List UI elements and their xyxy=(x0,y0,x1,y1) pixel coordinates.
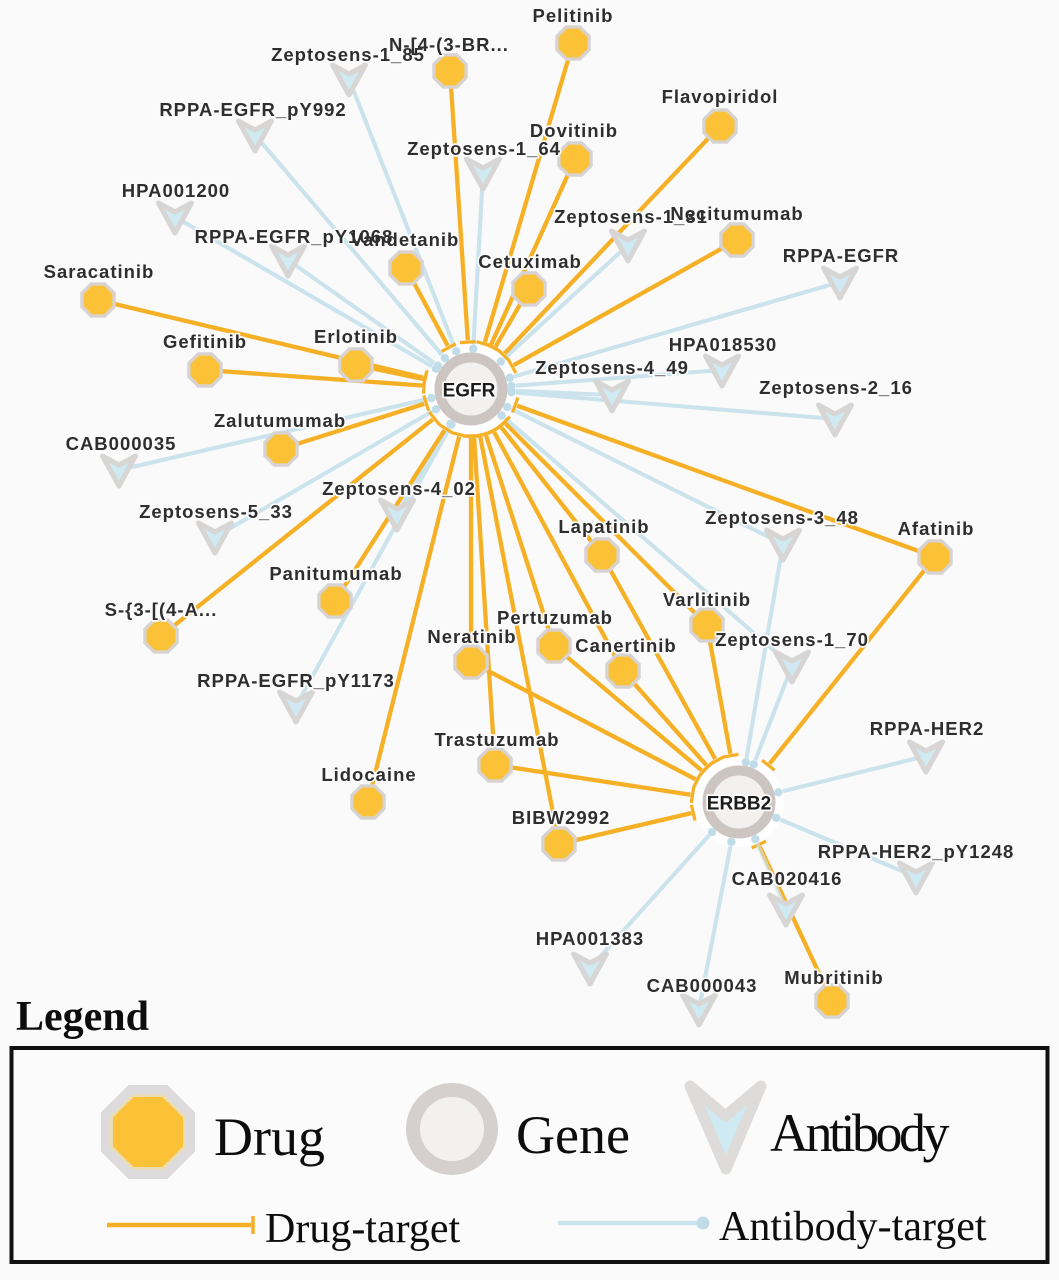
svg-text:Zeptosens-4_02: Zeptosens-4_02 xyxy=(322,478,476,499)
svg-text:Varlitinib: Varlitinib xyxy=(663,589,751,610)
svg-text:Saracatinib: Saracatinib xyxy=(44,261,155,282)
svg-text:Necitumumab: Necitumumab xyxy=(670,203,803,224)
svg-text:Erlotinib: Erlotinib xyxy=(314,326,398,347)
svg-text:Pelitinib: Pelitinib xyxy=(533,5,614,26)
svg-text:Zeptosens-1_64: Zeptosens-1_64 xyxy=(407,138,561,159)
svg-text:Drug-target: Drug-target xyxy=(265,1206,460,1252)
svg-text:EGFR: EGFR xyxy=(443,381,496,402)
svg-text:Zalutumumab: Zalutumumab xyxy=(214,410,346,431)
svg-text:Zalutumumab: Zalutumumab xyxy=(214,410,346,431)
svg-text:Lidocaine: Lidocaine xyxy=(321,764,416,785)
svg-text:CAB000043: CAB000043 xyxy=(647,975,758,996)
svg-text:Afatinib: Afatinib xyxy=(898,518,975,539)
svg-text:Cetuximab: Cetuximab xyxy=(478,251,582,272)
svg-text:RPPA-EGFR_pY1068: RPPA-EGFR_pY1068 xyxy=(195,226,394,247)
svg-text:HPA018530: HPA018530 xyxy=(669,334,777,355)
svg-text:RPPA-HER2: RPPA-HER2 xyxy=(870,718,985,739)
svg-text:Zeptosens-3_48: Zeptosens-3_48 xyxy=(705,507,859,528)
svg-text:BIBW2992: BIBW2992 xyxy=(512,807,610,828)
svg-text:Zeptosens-1_64: Zeptosens-1_64 xyxy=(407,138,561,159)
svg-text:RPPA-EGFR_pY1173: RPPA-EGFR_pY1173 xyxy=(197,670,395,691)
svg-text:S-{3-[(4-A...: S-{3-[(4-A... xyxy=(105,599,218,620)
svg-text:RPPA-HER2_pY1248: RPPA-HER2_pY1248 xyxy=(818,841,1015,862)
svg-text:Zeptosens-1_85: Zeptosens-1_85 xyxy=(271,44,425,65)
svg-text:N-[4-(3-BR...: N-[4-(3-BR... xyxy=(389,34,509,55)
svg-text:Vandetanib: Vandetanib xyxy=(351,229,460,250)
svg-text:ERBB2: ERBB2 xyxy=(707,794,771,815)
svg-text:Zeptosens-5_33: Zeptosens-5_33 xyxy=(139,501,293,522)
svg-text:S-{3-[(4-A...: S-{3-[(4-A... xyxy=(105,599,218,620)
svg-text:Zeptosens-4_49: Zeptosens-4_49 xyxy=(535,357,689,378)
svg-text:RPPA-HER2: RPPA-HER2 xyxy=(870,718,985,739)
svg-text:RPPA-EGFR: RPPA-EGFR xyxy=(783,245,900,266)
svg-text:Gefitinib: Gefitinib xyxy=(163,331,247,352)
svg-text:Antibody: Antibody xyxy=(770,1103,950,1163)
svg-text:Panitumumab: Panitumumab xyxy=(269,563,402,584)
svg-text:Trastuzumab: Trastuzumab xyxy=(434,729,559,750)
svg-text:Mubritinib: Mubritinib xyxy=(784,967,883,988)
svg-text:RPPA-EGFR: RPPA-EGFR xyxy=(783,245,900,266)
svg-text:Antibody-target: Antibody-target xyxy=(719,1204,987,1250)
svg-text:Canertinib: Canertinib xyxy=(575,635,676,656)
svg-text:Zeptosens-1_85: Zeptosens-1_85 xyxy=(271,44,425,65)
svg-text:Zeptosens-4_49: Zeptosens-4_49 xyxy=(535,357,689,378)
svg-text:Flavopiridol: Flavopiridol xyxy=(662,86,779,107)
svg-text:Zeptosens-4_02: Zeptosens-4_02 xyxy=(322,478,476,499)
svg-text:EGFR: EGFR xyxy=(443,381,496,402)
svg-text:Afatinib: Afatinib xyxy=(898,518,975,539)
svg-text:Neratinib: Neratinib xyxy=(427,626,516,647)
svg-text:Cetuximab: Cetuximab xyxy=(478,251,582,272)
svg-text:CAB000043: CAB000043 xyxy=(647,975,758,996)
svg-text:Lidocaine: Lidocaine xyxy=(321,764,416,785)
svg-text:Gene: Gene xyxy=(516,1105,630,1165)
svg-text:Pelitinib: Pelitinib xyxy=(533,5,614,26)
svg-text:Pertuzumab: Pertuzumab xyxy=(497,607,613,628)
svg-text:Legend: Legend xyxy=(16,994,149,1040)
svg-text:Mubritinib: Mubritinib xyxy=(784,967,883,988)
svg-text:Zeptosens-1_70: Zeptosens-1_70 xyxy=(715,629,869,650)
svg-text:Erlotinib: Erlotinib xyxy=(314,326,398,347)
svg-text:HPA018530: HPA018530 xyxy=(669,334,777,355)
svg-text:BIBW2992: BIBW2992 xyxy=(512,807,610,828)
svg-text:Zeptosens-2_16: Zeptosens-2_16 xyxy=(759,377,913,398)
svg-text:Canertinib: Canertinib xyxy=(575,635,676,656)
svg-text:HPA001200: HPA001200 xyxy=(122,180,230,201)
svg-text:Zeptosens-1_31: Zeptosens-1_31 xyxy=(554,206,708,227)
svg-text:Saracatinib: Saracatinib xyxy=(44,261,155,282)
svg-text:HPA001200: HPA001200 xyxy=(122,180,230,201)
svg-text:Pertuzumab: Pertuzumab xyxy=(497,607,613,628)
svg-text:N-[4-(3-BR...: N-[4-(3-BR... xyxy=(389,34,509,55)
svg-text:RPPA-EGFR_pY1068: RPPA-EGFR_pY1068 xyxy=(195,226,394,247)
svg-text:CAB020416: CAB020416 xyxy=(732,868,843,889)
svg-text:RPPA-HER2_pY1248: RPPA-HER2_pY1248 xyxy=(818,841,1015,862)
svg-text:Necitumumab: Necitumumab xyxy=(670,203,803,224)
svg-text:RPPA-EGFR_pY992: RPPA-EGFR_pY992 xyxy=(159,99,346,120)
svg-text:CAB020416: CAB020416 xyxy=(732,868,843,889)
svg-text:Trastuzumab: Trastuzumab xyxy=(434,729,559,750)
svg-text:Vandetanib: Vandetanib xyxy=(351,229,460,250)
svg-text:Lapatinib: Lapatinib xyxy=(558,516,649,537)
svg-text:CAB000035: CAB000035 xyxy=(66,433,177,454)
svg-text:ERBB2: ERBB2 xyxy=(707,794,771,815)
svg-text:Lapatinib: Lapatinib xyxy=(558,516,649,537)
svg-text:HPA001383: HPA001383 xyxy=(536,928,644,949)
svg-text:Dovitinib: Dovitinib xyxy=(530,120,618,141)
svg-text:Varlitinib: Varlitinib xyxy=(663,589,751,610)
svg-text:Zeptosens-1_31: Zeptosens-1_31 xyxy=(554,206,708,227)
svg-text:Flavopiridol: Flavopiridol xyxy=(662,86,779,107)
svg-text:HPA001383: HPA001383 xyxy=(536,928,644,949)
svg-text:Drug: Drug xyxy=(214,1107,325,1167)
svg-text:Dovitinib: Dovitinib xyxy=(530,120,618,141)
svg-text:Zeptosens-2_16: Zeptosens-2_16 xyxy=(759,377,913,398)
svg-text:Neratinib: Neratinib xyxy=(427,626,516,647)
svg-text:Zeptosens-5_33: Zeptosens-5_33 xyxy=(139,501,293,522)
svg-text:Zeptosens-3_48: Zeptosens-3_48 xyxy=(705,507,859,528)
svg-text:Zeptosens-1_70: Zeptosens-1_70 xyxy=(715,629,869,650)
svg-text:Gefitinib: Gefitinib xyxy=(163,331,247,352)
svg-text:RPPA-EGFR_pY1173: RPPA-EGFR_pY1173 xyxy=(197,670,395,691)
svg-text:RPPA-EGFR_pY992: RPPA-EGFR_pY992 xyxy=(159,99,346,120)
svg-text:Panitumumab: Panitumumab xyxy=(269,563,402,584)
svg-text:CAB000035: CAB000035 xyxy=(66,433,177,454)
